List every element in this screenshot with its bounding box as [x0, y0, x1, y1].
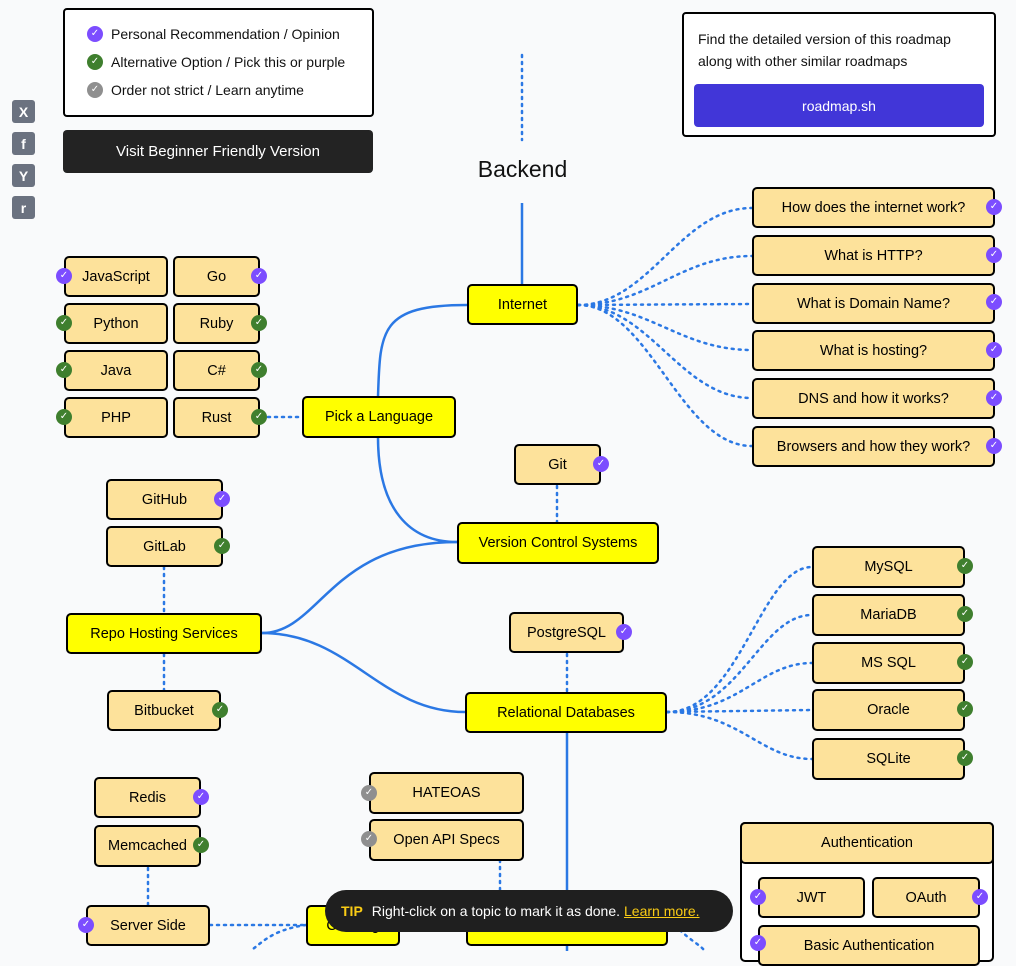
hackernews-share-icon[interactable]: Y [12, 164, 35, 187]
node-gitlab[interactable]: GitLab [106, 526, 223, 567]
node-rust[interactable]: Rust [173, 397, 260, 438]
node-oracle[interactable]: Oracle [812, 689, 965, 731]
facebook-share-icon[interactable]: f [12, 132, 35, 155]
check-icon: ✓ [251, 315, 267, 331]
node-git[interactable]: Git [514, 444, 601, 485]
node-python[interactable]: Python [64, 303, 168, 344]
node-repo-hosting-services[interactable]: Repo Hosting Services [66, 613, 262, 654]
check-icon: ✓ [957, 558, 973, 574]
node-php[interactable]: PHP [64, 397, 168, 438]
promo-box: Find the detailed version of this roadma… [682, 12, 996, 137]
node-mariadb[interactable]: MariaDB [812, 594, 965, 636]
check-icon: ✓ [251, 268, 267, 284]
check-icon: ✓ [957, 654, 973, 670]
legend-row-alternative: ✓ Alternative Option / Pick this or purp… [87, 54, 345, 70]
check-icon: ✓ [957, 606, 973, 622]
node-basic-authentication[interactable]: Basic Authentication [758, 925, 980, 966]
check-icon: ✓ [251, 362, 267, 378]
node-postgresql[interactable]: PostgreSQL [509, 612, 624, 653]
check-icon: ✓ [361, 785, 377, 801]
node-memcached[interactable]: Memcached [94, 825, 201, 867]
node-pick-a-language[interactable]: Pick a Language [302, 396, 456, 438]
check-icon: ✓ [87, 54, 103, 70]
x-share-icon[interactable]: X [12, 100, 35, 123]
check-icon: ✓ [361, 831, 377, 847]
node-open-api-specs[interactable]: Open API Specs [369, 819, 524, 861]
node-relational-databases[interactable]: Relational Databases [465, 692, 667, 733]
check-icon: ✓ [214, 491, 230, 507]
check-icon: ✓ [972, 889, 988, 905]
check-icon: ✓ [986, 390, 1002, 406]
node-ms-sql[interactable]: MS SQL [812, 642, 965, 684]
check-icon: ✓ [78, 917, 94, 933]
node-what-is-http[interactable]: What is HTTP? [752, 235, 995, 276]
check-icon: ✓ [957, 701, 973, 717]
check-icon: ✓ [214, 538, 230, 554]
node-go[interactable]: Go [173, 256, 260, 297]
node-sqlite[interactable]: SQLite [812, 738, 965, 780]
check-icon: ✓ [251, 409, 267, 425]
check-icon: ✓ [750, 935, 766, 951]
node-oauth[interactable]: OAuth [872, 877, 980, 918]
page-title: Backend [477, 156, 568, 182]
check-icon: ✓ [750, 889, 766, 905]
node-internet[interactable]: Internet [467, 284, 578, 325]
node-how-internet-works[interactable]: How does the internet work? [752, 187, 995, 228]
node-javascript[interactable]: JavaScript [64, 256, 168, 297]
check-icon: ✓ [56, 409, 72, 425]
learn-more-link[interactable]: Learn more. [624, 903, 700, 919]
legend-label: Order not strict / Learn anytime [111, 82, 304, 98]
check-icon: ✓ [56, 315, 72, 331]
check-icon: ✓ [616, 624, 632, 640]
check-icon: ✓ [212, 702, 228, 718]
check-icon: ✓ [56, 362, 72, 378]
check-icon: ✓ [593, 456, 609, 472]
node-ruby[interactable]: Ruby [173, 303, 260, 344]
node-hosting[interactable]: What is hosting? [752, 330, 995, 371]
node-bitbucket[interactable]: Bitbucket [107, 690, 221, 731]
node-server-side[interactable]: Server Side [86, 905, 210, 946]
tip-text: Right-click on a topic to mark it as don… [371, 903, 621, 919]
check-icon: ✓ [986, 294, 1002, 310]
tip-label: TIP [341, 903, 363, 919]
node-version-control-systems[interactable]: Version Control Systems [457, 522, 659, 564]
check-icon: ✓ [193, 837, 209, 853]
node-jwt[interactable]: JWT [758, 877, 865, 918]
promo-text: Find the detailed version of this roadma… [698, 31, 951, 69]
node-mysql[interactable]: MySQL [812, 546, 965, 588]
beginner-version-button[interactable]: Visit Beginner Friendly Version [63, 130, 373, 173]
check-icon: ✓ [986, 342, 1002, 358]
check-icon: ✓ [193, 789, 209, 805]
check-icon: ✓ [87, 26, 103, 42]
reddit-share-icon[interactable]: r [12, 196, 35, 219]
legend-label: Personal Recommendation / Opinion [111, 26, 340, 42]
node-browsers[interactable]: Browsers and how they work? [752, 426, 995, 467]
tip-toast: TIP Right-click on a topic to mark it as… [325, 890, 733, 932]
check-icon: ✓ [986, 438, 1002, 454]
node-domain-name[interactable]: What is Domain Name? [752, 283, 995, 324]
node-github[interactable]: GitHub [106, 479, 223, 520]
node-csharp[interactable]: C# [173, 350, 260, 391]
legend-row-recommendation: ✓ Personal Recommendation / Opinion [87, 26, 340, 42]
legend-label: Alternative Option / Pick this or purple [111, 54, 346, 70]
node-redis[interactable]: Redis [94, 777, 201, 818]
node-dns[interactable]: DNS and how it works? [752, 378, 995, 419]
legend-row-order: ✓ Order not strict / Learn anytime [87, 82, 304, 98]
check-icon: ✓ [957, 750, 973, 766]
check-icon: ✓ [986, 199, 1002, 215]
roadmap-sh-button[interactable]: roadmap.sh [694, 84, 984, 127]
check-icon: ✓ [56, 268, 72, 284]
node-java[interactable]: Java [64, 350, 168, 391]
check-icon: ✓ [87, 82, 103, 98]
legend-box: ✓ Personal Recommendation / Opinion ✓ Al… [63, 8, 374, 117]
node-authentication[interactable]: Authentication [740, 822, 994, 864]
node-hateoas[interactable]: HATEOAS [369, 772, 524, 814]
check-icon: ✓ [986, 247, 1002, 263]
